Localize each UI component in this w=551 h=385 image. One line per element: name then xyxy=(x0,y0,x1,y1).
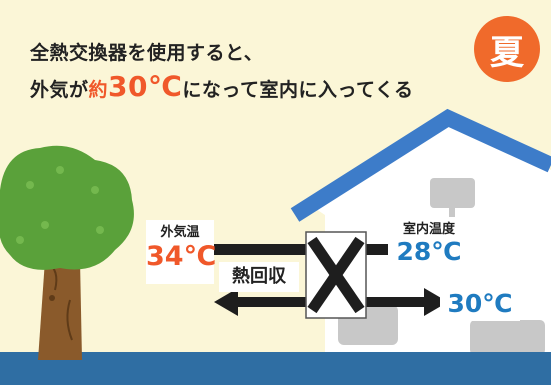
headline: 全熱交換器を使用すると、 外気が約30℃になって室内に入ってくる xyxy=(30,36,414,107)
headline-line-2: 外気が約30℃になって室内に入ってくる xyxy=(30,70,414,107)
house-roof xyxy=(290,108,551,222)
supply-arrow xyxy=(424,288,448,316)
lamp-shade xyxy=(430,178,475,208)
season-badge: 夏 xyxy=(474,16,540,82)
airflow-ducts xyxy=(214,244,448,316)
headline-about: 約 xyxy=(88,79,109,101)
exhaust-arrow xyxy=(214,288,238,316)
exchanger-cross-b xyxy=(307,236,365,314)
outdoor-intake-duct xyxy=(214,244,306,255)
outdoor-label: 外気温 xyxy=(160,225,200,240)
outdoor-temperature: 34℃ xyxy=(146,241,217,272)
headline-line-1: 全熱交換器を使用すると、 xyxy=(30,42,264,64)
indoor-temperature: 28℃ xyxy=(396,237,462,266)
tree-leaves xyxy=(0,145,134,270)
outdoor-temperature-label: 外気温 34℃ xyxy=(146,220,217,284)
heat-exchanger xyxy=(305,231,367,319)
indoor-exhaust-duct xyxy=(366,244,396,255)
ground xyxy=(0,352,551,385)
supply-temperature: 30℃ xyxy=(440,287,520,321)
indoor-label: 室内温度 xyxy=(402,222,455,237)
exhaust-out-duct xyxy=(230,297,306,307)
indoor-temperature-label: 室内温度 28℃ xyxy=(388,217,470,271)
table-silhouette xyxy=(470,320,545,355)
tree xyxy=(0,145,134,360)
headline-line-2-prefix: 外気が xyxy=(30,79,89,101)
headline-temperature: 30℃ xyxy=(108,70,183,103)
supply-in-duct xyxy=(366,297,436,307)
tree-trunk xyxy=(38,260,82,360)
heat-recovery-label: 熱回収 xyxy=(219,262,299,292)
headline-line-2-suffix: になって室内に入ってくる xyxy=(182,79,414,101)
